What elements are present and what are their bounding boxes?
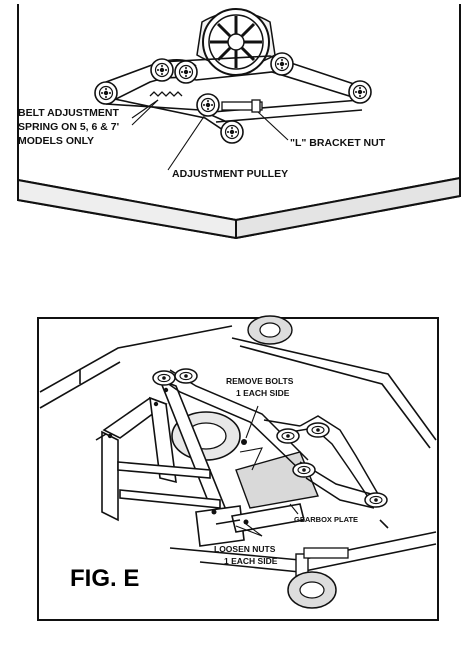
pulley-icon <box>152 370 176 386</box>
pulley-icon <box>364 492 388 508</box>
callout-leaders-top <box>131 99 289 171</box>
bottom-diagram: REMOVE BOLTS 1 EACH SIDE GEARBOX PLATE L… <box>37 315 439 621</box>
remove-bolts-label-line1: REMOVE BOLTS <box>226 376 294 386</box>
callout-leaders-bottom <box>235 405 299 537</box>
pulley-icon <box>306 422 330 438</box>
adjustment-spring <box>149 91 263 113</box>
wheel-icon <box>287 547 349 609</box>
gearbox-plate-label: GEARBOX PLATE <box>294 515 358 524</box>
pulley-icon <box>174 60 198 84</box>
figure-label: FIG. E <box>70 565 139 592</box>
loosen-nuts-label-line1: LOOSEN NUTS <box>214 544 276 554</box>
pulley-icon <box>348 80 372 104</box>
top-diagram: BELT ADJUSTMENT SPRING ON 5, 6 & 7' MODE… <box>17 4 461 240</box>
pulley-icon <box>292 462 316 478</box>
pulley-icon <box>94 81 118 105</box>
hitch-frame <box>95 378 305 547</box>
pulley-icon <box>276 428 300 444</box>
l-bracket-nut-label: "L" BRACKET NUT <box>290 137 386 149</box>
adjustment-pulley-label: ADJUSTMENT PULLEY <box>172 168 288 180</box>
loosen-nuts-label-line2: 1 EACH SIDE <box>224 556 278 566</box>
mower-deck-bottom <box>39 325 437 573</box>
pulley-icon <box>220 120 244 144</box>
pulley-icon <box>270 52 294 76</box>
remove-bolts-label-line2: 1 EACH SIDE <box>236 388 290 398</box>
pulley-icon <box>150 58 174 82</box>
gearbox-sheave-icon <box>196 8 276 76</box>
pulley-icon <box>174 368 198 384</box>
belt-adjustment-label-line2: SPRING ON 5, 6 & 7' <box>18 121 119 133</box>
belt-adjustment-label-line3: MODELS ONLY <box>18 135 94 147</box>
pulley-icon <box>196 93 220 117</box>
hitch-bolts <box>107 387 249 525</box>
wheel-icon <box>247 315 293 345</box>
belt-adjustment-label-line1: BELT ADJUSTMENT <box>18 107 120 119</box>
